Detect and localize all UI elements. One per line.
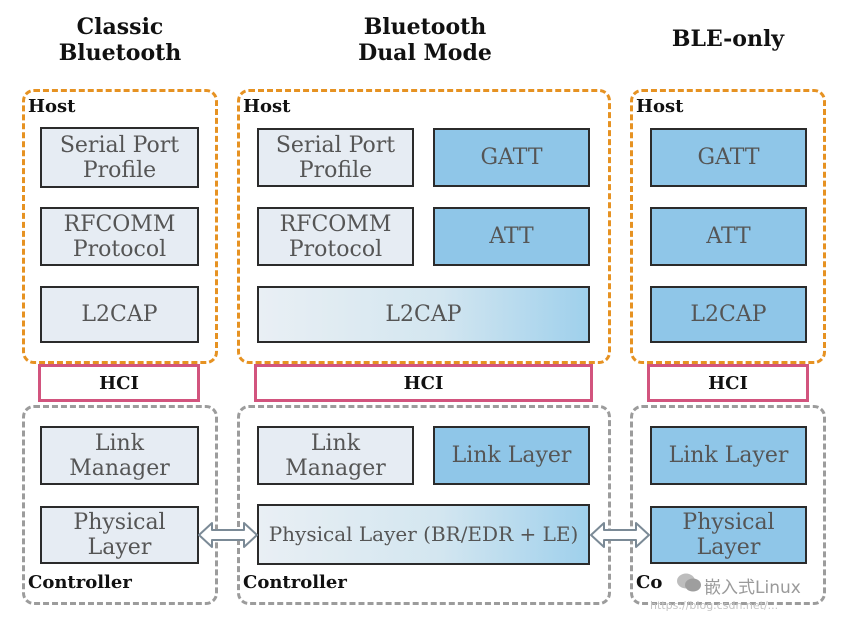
dual-host-group — [237, 89, 611, 364]
dual-mode-title: Bluetooth Dual Mode — [358, 14, 492, 66]
watermark-url: https://blog.csdn.net/... — [650, 599, 779, 612]
classic-bluetooth-title: Classic Bluetooth — [58, 14, 182, 66]
watermark-text: 嵌入式Linux — [704, 578, 801, 598]
ble-controller-label: Co — [636, 572, 663, 593]
ble-att: ATT — [650, 207, 807, 266]
dual-link-layer: Link Layer — [433, 426, 590, 485]
dual-controller-group — [237, 405, 611, 605]
dual-physical-layer: Physical Layer (BR/EDR + LE) — [257, 504, 590, 565]
dual-l2cap: L2CAP — [257, 286, 590, 343]
classic-host-group — [22, 89, 218, 364]
dual-link-manager: Link Manager — [257, 426, 414, 485]
classic-serial-port-profile: Serial Port Profile — [40, 127, 199, 188]
ble-only-title: BLE-only — [671, 26, 785, 52]
classic-controller-label: Controller — [28, 572, 132, 593]
dual-att: ATT — [433, 207, 590, 266]
classic-dual-double-arrow — [198, 522, 258, 548]
ble-host-label: Host — [636, 96, 684, 117]
classic-hci: HCI — [38, 364, 200, 402]
ble-physical-layer: Physical Layer — [650, 506, 807, 564]
dual-ble-double-arrow — [590, 522, 650, 548]
dual-hci: HCI — [254, 364, 593, 402]
classic-link-manager: Link Manager — [40, 426, 199, 485]
ble-gatt: GATT — [650, 128, 807, 187]
dual-gatt: GATT — [433, 128, 590, 187]
dual-serial-port-profile: Serial Port Profile — [257, 128, 414, 187]
ble-host-group — [630, 89, 826, 364]
dual-host-label: Host — [243, 96, 291, 117]
ble-hci: HCI — [647, 364, 809, 402]
classic-host-label: Host — [28, 96, 76, 117]
classic-l2cap: L2CAP — [40, 286, 199, 343]
classic-physical-layer: Physical Layer — [40, 506, 199, 564]
ble-link-layer: Link Layer — [650, 426, 807, 485]
classic-controller-group — [22, 405, 218, 605]
dual-rfcomm-protocol: RFCOMM Protocol — [257, 207, 414, 266]
classic-rfcomm-protocol: RFCOMM Protocol — [40, 207, 199, 266]
ble-controller-group — [630, 405, 826, 605]
ble-l2cap: L2CAP — [650, 286, 807, 343]
wechat-logo-icon — [677, 573, 701, 592]
dual-controller-label: Controller — [243, 572, 347, 593]
